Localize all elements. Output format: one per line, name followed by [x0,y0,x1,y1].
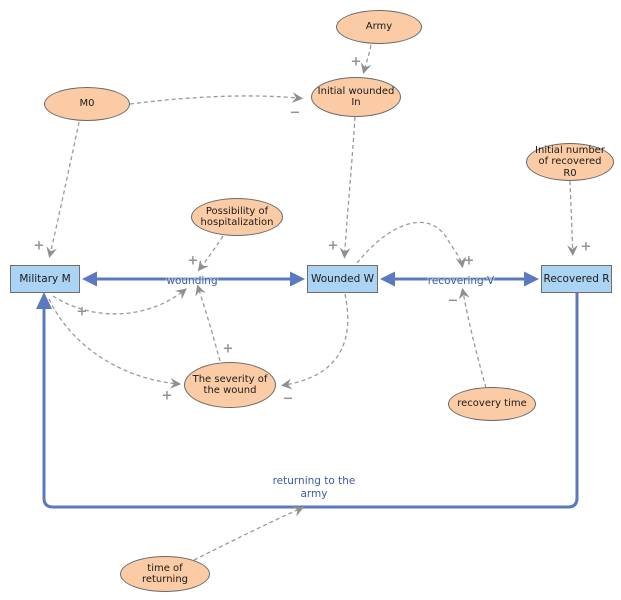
arrowhead-into-military [82,271,97,287]
link-wounded-to-recovering[interactable] [356,221,467,269]
stock-military-m-label: Military M [19,273,71,285]
polarity-initial-recovered-recovered: + [580,239,592,255]
flow-label-wounding[interactable]: wounding [166,275,218,287]
variable-initial-number-recovered-r0[interactable]: Initial number of recovered R0 [526,143,614,181]
polarity-military-wounding: + [76,304,88,320]
variable-severity-of-wound[interactable]: The severity of the wound [184,362,276,408]
stock-wounded-w-label: Wounded W [310,273,374,285]
variable-m0[interactable]: M0 [44,87,130,121]
arrowhead-into-wounded-right [380,271,395,287]
link-recovery-time-to-recovering[interactable] [458,287,487,389]
link-severity-to-wounding[interactable] [195,284,221,362]
link-hospitalization-to-wounding[interactable] [197,235,224,272]
stock-recovered-r[interactable]: Recovered R [541,265,612,293]
variable-army-label: Army [365,21,393,33]
link-initial-wounded-to-wounded[interactable] [339,116,356,259]
polarity-army-initial-wounded: + [350,54,362,70]
polarity-hospitalization-wounding: + [187,253,199,269]
influence-links [46,44,578,561]
flow-pipes [42,277,579,509]
variable-time-of-returning[interactable]: time of returning [120,556,210,592]
link-initial-recovered-to-recovered[interactable] [567,180,578,257]
link-m0-to-initial-wounded[interactable] [129,92,304,105]
polarity-wounded-recovering: + [463,253,475,269]
variable-initial-wounded-in[interactable]: Initial wounded In [311,77,401,117]
variable-possibility-of-hospitalization[interactable]: Possibility of hospitalization [191,198,283,236]
variable-army[interactable]: Army [336,10,422,44]
polarity-initial-wounded-wounded: + [327,238,339,254]
polarity-severity-wounding: + [222,341,234,357]
stock-recovered-r-label: Recovered R [543,273,610,285]
arrowhead-into-wounded-left [290,271,305,287]
polarity-wounded-severity: − [282,391,294,407]
polarity-military-severity: + [161,388,173,404]
flow-label-returning-to-army[interactable]: returning to the army [272,474,356,500]
stock-wounded-w[interactable]: Wounded W [307,265,378,293]
variable-severity-of-wound-label: The severity of the wound [192,373,268,397]
polarity-m0-initial-wounded: − [289,105,301,121]
stock-military-m[interactable]: Military M [10,265,80,293]
variable-recovery-time-label: recovery time [457,398,527,410]
link-army-to-initial-wounded[interactable] [360,44,372,75]
link-m0-to-military[interactable] [46,121,80,259]
variable-possibility-of-hospitalization-label: Possibility of hospitalization [200,205,274,229]
polarity-recovery-time-recovering: − [447,293,459,309]
polarity-m0-military: + [33,238,45,254]
link-military-to-wounding[interactable] [52,288,187,315]
flow-arrowheads [36,271,539,309]
link-military-to-severity[interactable] [48,298,182,389]
flow-returning-line[interactable] [42,292,579,509]
flow-label-recovering-v[interactable]: recovering V [427,275,495,287]
link-wounded-to-severity[interactable] [280,293,349,390]
link-time-of-returning-to-returning[interactable] [193,506,304,561]
variable-initial-wounded-in-label: Initial wounded In [317,85,395,109]
arrowhead-returning-into-military [36,292,52,309]
variable-recovery-time[interactable]: recovery time [448,387,536,421]
variable-m0-label: M0 [79,98,95,110]
variable-time-of-returning-label: time of returning [141,562,189,586]
arrowhead-into-recovered [524,271,539,287]
variable-initial-number-recovered-r0-label: Initial number of recovered R0 [535,144,605,179]
